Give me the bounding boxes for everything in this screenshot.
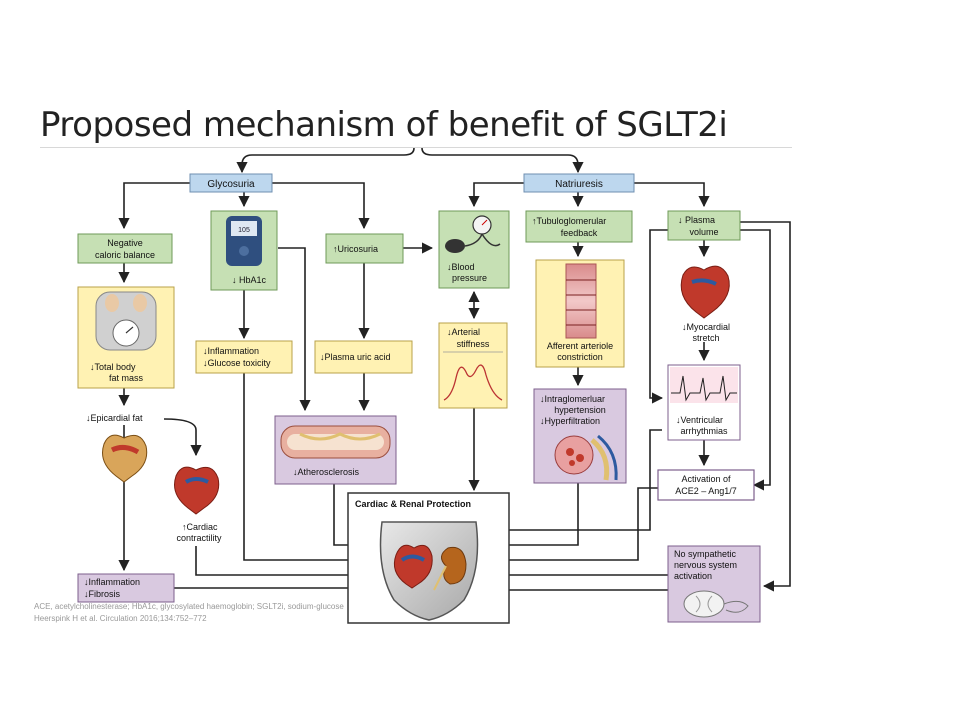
uricosuria-box: ↑Uricosuria [325, 233, 404, 264]
total-body-line2: fat mass [109, 373, 144, 383]
slide-title: Proposed mechanism of benefit of SGLT2i [40, 105, 728, 145]
negative-caloric-box: Negative caloric balance [77, 233, 173, 264]
myocardial-stretch-area: ↓Myocardial stretch [680, 265, 730, 343]
myocardial-line1: ↓Myocardial [682, 322, 730, 332]
bulb-icon [445, 239, 465, 253]
contractility-heart-icon [174, 466, 220, 515]
arterial-line1: ↓Arterial [447, 327, 480, 337]
plasma-volume-box: ↓ Plasma volume [667, 210, 741, 241]
arteriole-icon [565, 263, 597, 339]
hba1c-label: ↓ HbA1c [232, 275, 267, 285]
epicardial-label: ↓Epicardial fat [86, 413, 143, 423]
plasma-volume-line2: volume [689, 227, 718, 237]
afferent-arteriole-box: Afferent arteriole constriction [535, 259, 625, 368]
title-divider [40, 147, 792, 148]
glucometer-reading: 105 [238, 227, 250, 234]
atherosclerosis-label: ↓Atherosclerosis [293, 467, 360, 477]
protected-heart-icon [393, 544, 433, 589]
tubulo-line2: feedback [561, 228, 598, 238]
cardiac-contractility-area: ↑Cardiac contractility [174, 466, 222, 543]
blood-pressure-box: ↓Blood pressure [438, 210, 510, 289]
ventricular-line1: ↓Ventricular [676, 415, 723, 425]
pulse-wave-icon [443, 364, 503, 401]
tubuloglomerular-box: ↑Tubuloglomerular feedback [525, 210, 633, 243]
sympathetic-line1: No sympathetic [674, 549, 737, 559]
kidney-icon [441, 546, 467, 585]
atherosclerosis-box: ↓Atherosclerosis [274, 415, 397, 485]
glomerulus-icon [554, 435, 594, 475]
epicardial-fat-area: ↓Epicardial fat [86, 413, 148, 483]
glycosuria-label: Glycosuria [207, 179, 255, 190]
cardiac-renal-title: Cardiac & Renal Protection [355, 499, 471, 509]
ecg-icon [671, 375, 737, 402]
epicardial-heart-icon [102, 434, 148, 483]
afferent-line2: constriction [557, 352, 603, 362]
footer-citation: ACE, acetylcholinesterase; HbA1c, glycos… [34, 601, 346, 625]
total-body-fat-box: ↓Total body fat mass [77, 286, 175, 389]
natriuresis-label: Natriuresis [555, 179, 603, 190]
afferent-line1: Afferent arteriole [547, 341, 613, 351]
negative-caloric-line2: caloric balance [95, 250, 155, 260]
inflammation-line2: ↓Glucose toxicity [203, 358, 271, 368]
uricosuria-label: ↑Uricosuria [333, 244, 378, 254]
ventricular-arrhythmia-box: ↓Ventricular arrhythmias [667, 364, 741, 441]
natriuresis-box: Natriuresis [523, 173, 635, 193]
heart-icon [680, 265, 730, 319]
intraglom-line1: ↓Intraglomerluar [540, 394, 605, 404]
contractility-line1: ↑Cardiac [182, 522, 218, 532]
inflammation-glucose-box: ↓Inflammation ↓Glucose toxicity [195, 340, 293, 374]
blood-pressure-line1: ↓Blood [447, 262, 475, 272]
intraglom-line3: ↓Hyperfiltration [540, 416, 600, 426]
inflammation-line1: ↓Inflammation [203, 346, 259, 356]
footer-reference: Heerspink H et al. Circulation 2016;134:… [34, 614, 207, 623]
total-body-line1: ↓Total body [90, 362, 136, 372]
ace2-line1: Activation of [681, 474, 731, 484]
arterial-line2: stiffness [457, 339, 490, 349]
contractility-line2: contractility [176, 533, 222, 543]
myocardial-line2: stretch [692, 333, 719, 343]
sympathetic-line2: nervous system [674, 560, 737, 570]
spinal-cord-icon [683, 590, 725, 618]
sympathetic-box: No sympathetic nervous system activation [667, 545, 761, 623]
ace2-line2: ACE2 – Ang1/7 [675, 486, 737, 496]
blood-pressure-line2: pressure [452, 273, 487, 283]
glycosuria-box: Glycosuria [189, 173, 273, 193]
footer-abbreviations: ACE, acetylcholinesterase; HbA1c, glycos… [34, 602, 344, 611]
ace2-activation-box: Activation of ACE2 – Ang1/7 [657, 469, 755, 501]
arterial-stiffness-box: ↓Arterial stiffness [438, 322, 508, 409]
negative-caloric-line1: Negative [107, 238, 143, 248]
plasma-uric-label: ↓Plasma uric acid [320, 352, 391, 362]
inflam-fibrosis-line2: ↓Fibrosis [84, 589, 121, 599]
sympathetic-line3: activation [674, 571, 712, 581]
hba1c-box: 105 ↓ HbA1c [210, 210, 278, 291]
tubulo-line1: ↑Tubuloglomerular [532, 216, 606, 226]
inflam-fibrosis-line1: ↓Inflammation [84, 577, 140, 587]
plasma-volume-line1: ↓ Plasma [678, 215, 715, 225]
cardiac-renal-protection-box: Cardiac & Renal Protection [347, 492, 510, 624]
intraglom-line2: hypertension [554, 405, 606, 415]
inflammation-fibrosis-box: ↓Inflammation ↓Fibrosis [77, 573, 175, 603]
plasma-uric-box: ↓Plasma uric acid [314, 340, 413, 374]
intraglomerular-box: ↓Intraglomerluar hypertension ↓Hyperfilt… [533, 388, 627, 484]
ventricular-line2: arrhythmias [680, 426, 728, 436]
